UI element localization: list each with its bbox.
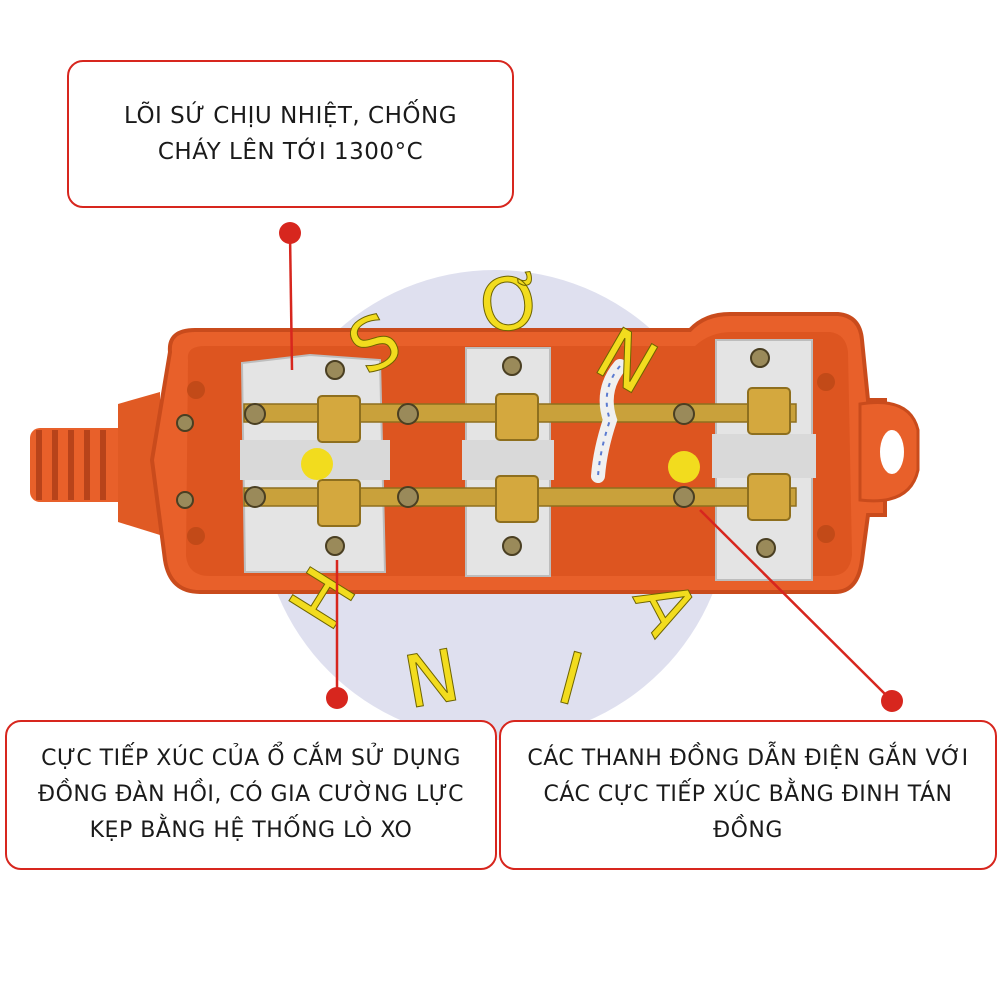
callout-copper-bars: CÁC THANH ĐỒNG DẪN ĐIỆN GẮN VỚI CÁC CỰC …	[499, 720, 997, 870]
marker-left	[301, 448, 333, 480]
leader-dots	[279, 222, 903, 712]
brass-contacts	[317, 387, 791, 527]
callout-copper-bars-text: CÁC THANH ĐỒNG DẪN ĐIỆN GẮN VỚI CÁC CỰC …	[527, 746, 969, 843]
leader-lines	[288, 233, 893, 702]
callout-contact-terminals-text: CỰC TIẾP XÚC CỦA Ổ CẮM SỬ DỤNG ĐỒNG ĐÀN …	[38, 746, 464, 843]
callout-ceramic-core: LÕI SỨ CHỊU NHIỆT, CHỐNG CHÁY LÊN TỚI 13…	[67, 60, 514, 208]
screws	[176, 348, 776, 558]
hanging-tab	[858, 401, 920, 503]
insulated-wire	[591, 359, 627, 483]
cable-gland	[30, 392, 160, 535]
marker-right	[668, 451, 700, 483]
callout-ceramic-core-text: LÕI SỨ CHỊU NHIỆT, CHỐNG CHÁY LÊN TỚI 13…	[123, 103, 458, 165]
callout-contact-terminals: CỰC TIẾP XÚC CỦA Ổ CẮM SỬ DỤNG ĐỒNG ĐÀN …	[5, 720, 497, 870]
housing-holes	[187, 373, 835, 545]
watermark-letter-2: Ơ	[474, 258, 551, 350]
